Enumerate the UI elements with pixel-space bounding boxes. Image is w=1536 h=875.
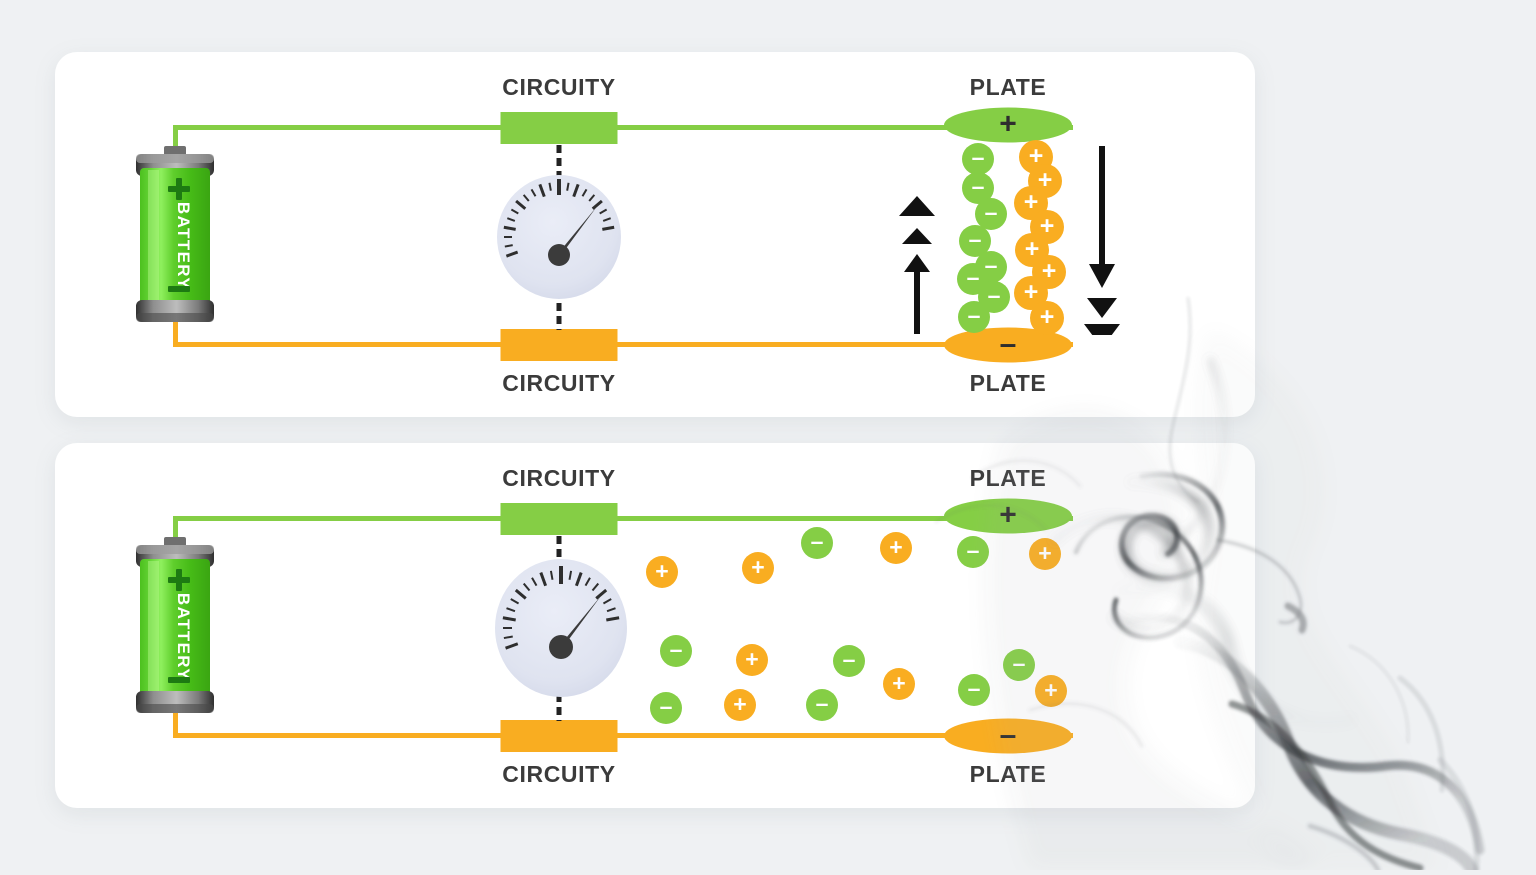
charge-symbol: +: [892, 669, 906, 696]
charge-symbol: –: [971, 144, 985, 170]
arrow-up-icon: [893, 144, 941, 380]
label-circuity-top: CIRCUITY: [502, 74, 616, 100]
charge-symbol: +: [889, 533, 903, 560]
charge-positive: +: [1035, 675, 1067, 707]
charge-positive: +: [742, 552, 774, 584]
charge-symbol: –: [984, 252, 998, 278]
gauge-meter-icon[interactable]: [495, 173, 623, 301]
wire-negative-horizontal-2: [173, 733, 1073, 738]
charge-symbol: –: [984, 199, 998, 225]
wire-positive-horizontal-2: [173, 516, 1073, 521]
charge-negative: –: [957, 536, 989, 568]
svg-text:BATTERY: BATTERY: [174, 593, 193, 681]
charge-positive: +: [724, 689, 756, 721]
charge-negative: –: [958, 301, 990, 333]
plate-positive-symbol: +: [999, 107, 1017, 140]
charge-positive: +: [646, 556, 678, 588]
charge-negative: –: [833, 645, 865, 677]
charge-symbol: +: [1038, 539, 1052, 566]
charge-symbol: +: [1028, 141, 1044, 170]
wire-positive-horizontal: [173, 125, 1073, 130]
charge-negative: –: [958, 674, 990, 706]
charge-positive: +: [736, 644, 768, 676]
label-circuity-bottom: CIRCUITY: [502, 370, 616, 396]
wire-negative-horizontal: [173, 342, 1073, 347]
charge-negative: –: [801, 527, 833, 559]
charge-symbol: +: [1023, 187, 1039, 216]
circuity-block-bottom-2[interactable]: [500, 720, 618, 752]
charge-symbol: –: [967, 675, 981, 701]
label-plate-top: PLATE: [969, 74, 1047, 100]
charge-symbol: –: [966, 537, 980, 563]
charge-positive: +: [1019, 140, 1053, 174]
charge-positive: +: [883, 668, 915, 700]
circuity-block-top[interactable]: [500, 112, 618, 144]
charge-negative: –: [975, 198, 1007, 230]
gauge-meter-icon-2[interactable]: [493, 557, 629, 699]
svg-text:BATTERY: BATTERY: [174, 202, 193, 290]
charge-negative: –: [806, 689, 838, 721]
charge-symbol: –: [967, 302, 981, 328]
charge-symbol: –: [659, 693, 673, 719]
charge-negative: –: [660, 635, 692, 667]
charge-symbol: +: [733, 690, 747, 717]
charge-symbol: –: [842, 646, 856, 672]
charge-negative: –: [978, 281, 1010, 313]
charge-positive: +: [1030, 301, 1064, 335]
dotted-connector-bottom: [556, 277, 562, 330]
charge-symbol: +: [1039, 211, 1055, 240]
charge-symbol: +: [1024, 234, 1040, 263]
charge-symbol: –: [815, 690, 829, 716]
charge-symbol: +: [751, 553, 765, 580]
battery-icon[interactable]: BATTERY: [128, 146, 222, 328]
charge-negative: –: [1003, 649, 1035, 681]
charge-positive: +: [1029, 538, 1061, 570]
charge-symbol: +: [1044, 676, 1058, 703]
charge-symbol: –: [1012, 650, 1026, 676]
charge-symbol: –: [810, 528, 824, 554]
charge-negative: –: [962, 143, 994, 175]
charge-symbol: +: [1039, 302, 1055, 331]
dotted-connector-top: [556, 145, 562, 197]
charge-symbol: –: [966, 264, 980, 290]
label-plate-bottom: PLATE: [969, 370, 1047, 396]
plate-positive[interactable]: +: [944, 107, 1072, 143]
battery-icon-2[interactable]: BATTERY: [128, 537, 222, 719]
charge-symbol: –: [987, 282, 1001, 308]
charge-symbol: –: [669, 636, 683, 662]
charge-positive: +: [880, 532, 912, 564]
circuity-block-bottom[interactable]: [500, 329, 618, 361]
plate-negative-symbol: –: [999, 327, 1017, 360]
charge-symbol: +: [745, 645, 759, 672]
charge-symbol: +: [1023, 277, 1039, 306]
label-circuity-bottom-2: CIRCUITY: [502, 761, 616, 787]
charge-symbol: –: [971, 173, 985, 199]
charge-negative: –: [650, 692, 682, 724]
charge-symbol: +: [1041, 256, 1057, 285]
charge-symbol: –: [968, 226, 982, 252]
circuity-block-top-2[interactable]: [500, 503, 618, 535]
charge-symbol: +: [1037, 165, 1053, 194]
label-circuity-top-2: CIRCUITY: [502, 465, 616, 491]
charge-symbol: +: [655, 557, 669, 584]
